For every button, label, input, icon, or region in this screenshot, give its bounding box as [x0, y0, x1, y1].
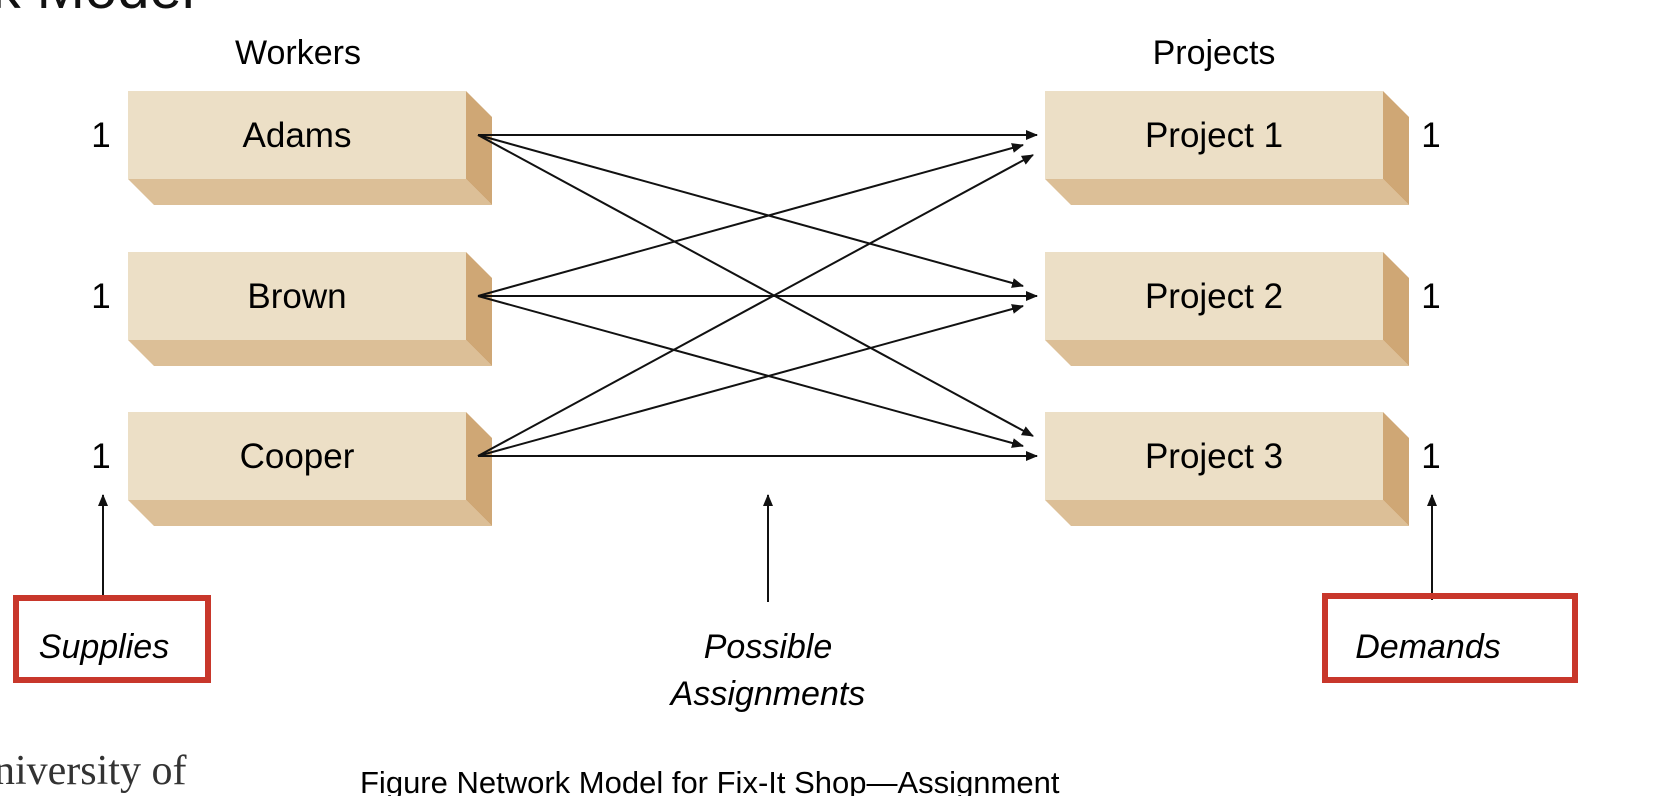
- supplies-callout-box: [13, 595, 211, 683]
- box-front-face: [1045, 412, 1383, 500]
- demand-value: 1: [1421, 116, 1440, 155]
- box-side-face: [466, 412, 492, 526]
- box-bottom-face: [128, 179, 492, 205]
- supplies-label: Supplies: [39, 628, 169, 666]
- box-side-face: [1383, 91, 1409, 205]
- assignments-label-line1: Possible: [704, 628, 833, 666]
- university-logo: niversity of: [0, 748, 186, 794]
- box-bottom-face: [1045, 340, 1409, 366]
- project-box-1-label: Project 1: [1145, 116, 1283, 155]
- demands-label: Demands: [1355, 628, 1501, 666]
- assignment-arc-brown-project-3: [477, 295, 1024, 448]
- project-box-2: Project 2 1: [1045, 252, 1441, 366]
- project-box-3-label: Project 3: [1145, 437, 1283, 476]
- assignment-arc-brown-project-1: [477, 143, 1024, 297]
- project-box-3: Project 3 1: [1045, 412, 1441, 526]
- supply-value: 1: [91, 277, 110, 316]
- worker-box-brown-label: Brown: [247, 277, 346, 316]
- figure-caption: Figure Network Model for Fix-It Shop—Ass…: [360, 765, 1060, 796]
- demand-value: 1: [1421, 277, 1440, 316]
- assignments-label-line2: Assignments: [669, 675, 866, 713]
- box-side-face: [466, 252, 492, 366]
- assignment-arc-cooper-project-1: [477, 154, 1034, 457]
- supply-value: 1: [91, 116, 110, 155]
- box-side-face: [1383, 412, 1409, 526]
- project-box-1: Project 1 1: [1045, 91, 1441, 205]
- slide-title: ork Model: [0, 0, 195, 21]
- worker-box-brown: Brown 1: [91, 252, 492, 366]
- box-bottom-face: [128, 500, 492, 526]
- box-bottom-face: [128, 340, 492, 366]
- supply-value: 1: [91, 437, 110, 476]
- box-front-face: [128, 252, 466, 340]
- box-front-face: [1045, 252, 1383, 340]
- box-side-face: [466, 91, 492, 205]
- project-box-2-label: Project 2: [1145, 277, 1283, 316]
- assignment-arc-cooper-project-2: [477, 304, 1024, 457]
- worker-box-adams-label: Adams: [243, 116, 352, 155]
- demand-value: 1: [1421, 437, 1440, 476]
- box-front-face: [128, 412, 466, 500]
- box-side-face: [1383, 252, 1409, 366]
- box-front-face: [1045, 91, 1383, 179]
- worker-box-adams: Adams 1: [91, 91, 492, 205]
- demands-callout-box: [1322, 593, 1578, 683]
- box-bottom-face: [1045, 500, 1409, 526]
- box-front-face: [128, 91, 466, 179]
- worker-box-cooper-label: Cooper: [240, 437, 355, 476]
- worker-box-cooper: Cooper 1: [91, 412, 492, 526]
- box-bottom-face: [1045, 179, 1409, 205]
- assignment-arc-adams-project-3: [477, 134, 1034, 437]
- workers-header: Workers: [235, 34, 361, 72]
- projects-header: Projects: [1153, 34, 1276, 72]
- assignment-arc-adams-project-2: [477, 134, 1024, 288]
